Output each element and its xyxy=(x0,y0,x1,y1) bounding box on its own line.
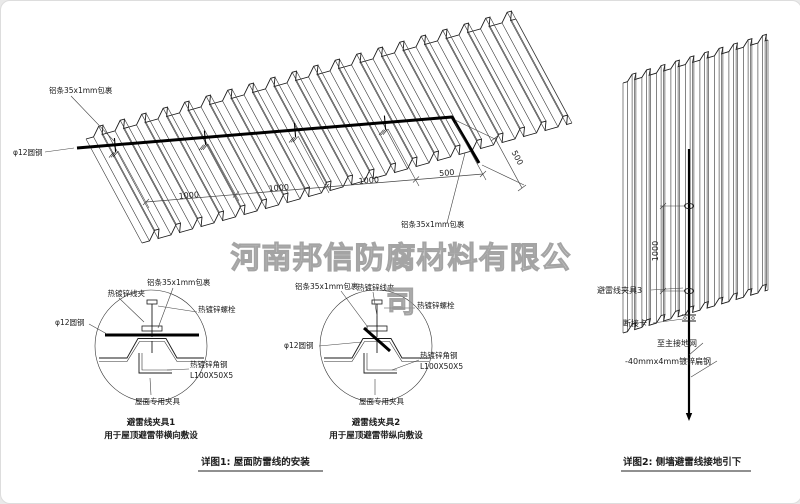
bolt-head xyxy=(371,299,383,305)
label-angle-steel-1: 热镀锌角钢 xyxy=(190,359,228,369)
side-wall-view: 1000 避雷线夹具3 断接卡 至主接地网 -40mmx4mm镀锌扁钢 xyxy=(597,33,769,421)
label-al-strip-2: 铝条35x1mm包裹 xyxy=(295,281,359,291)
caption2-text: 详图2: 侧墙避雷线接地引下 xyxy=(623,456,742,468)
roof-dimension-chain: 1000 1000 1000 500 xyxy=(117,122,487,209)
dim-span-4: 500 xyxy=(439,168,455,178)
caption-detail-2: 详图2: 侧墙避雷线接地引下 xyxy=(621,456,751,472)
clamp2-subtitle: 用于屋顶避雷带纵向敷设 xyxy=(328,430,423,441)
label-angle-steel-2: 热镀锌角钢 xyxy=(420,350,458,360)
conductor-end-arrow xyxy=(685,413,693,421)
wall-top-edge xyxy=(622,33,769,84)
clamp2-title: 避雷线夹具2 xyxy=(352,417,401,428)
label-round-steel-2: φ12圆钢 xyxy=(284,340,314,350)
label-angle-spec-1: L100X50X5 xyxy=(190,371,233,380)
dim-side: 500 xyxy=(510,149,525,167)
dim-span-1: 1000 xyxy=(178,190,199,201)
label-disconnect: 断接卡 xyxy=(623,318,647,328)
angle-steel xyxy=(363,353,397,374)
roof-near-edge xyxy=(141,114,573,244)
label-clamp3: 避雷线夹具3 xyxy=(597,285,642,295)
roof-isometric-view: 1000 1000 1000 500 500 铝条35x1mm包裹 φ12圆钢 … xyxy=(13,10,573,244)
caption-detail-1: 详图1: 屋面防雷线的安装 xyxy=(198,456,323,472)
label-al-strip-right: 铝条35x1mm包裹 xyxy=(401,219,465,229)
lightning-wire xyxy=(76,115,481,164)
detail-circle-1 xyxy=(94,289,208,403)
label-angle-spec-2: L100X50X5 xyxy=(420,362,463,371)
wall-corrugation-ribs xyxy=(622,34,769,333)
dim-span-2: 1000 xyxy=(268,183,289,194)
label-bolt-1: 热镀锌螺栓 xyxy=(198,304,236,314)
detail-circle-2 xyxy=(319,289,433,403)
wall-dimension: 1000 xyxy=(651,202,686,295)
caption1-text: 详图1: 屋面防雷线的安装 xyxy=(201,456,310,468)
label-al-strip-1: 铝条35x1mm包裹 xyxy=(147,277,211,287)
label-wire-clip-1: 热镀锌线夹 xyxy=(108,288,146,298)
clamp-plate xyxy=(366,325,388,332)
clamp-detail-2: 铝条35x1mm包裹 热镀锌线夹 热镀锌螺栓 φ12圆钢 热镀锌角钢 L100X… xyxy=(284,281,463,441)
dim-span-3: 1000 xyxy=(358,175,379,186)
angle-steel xyxy=(138,353,172,374)
roof-side-dimension: 500 xyxy=(454,119,527,192)
label-wire-clip-2: 热镀锌线夹 xyxy=(357,282,395,292)
dim-wall: 1000 xyxy=(651,241,660,261)
label-flat-steel: -40mmx4mm镀锌扁钢 xyxy=(625,356,711,366)
roof-corrugation-ribs xyxy=(85,10,573,244)
clamp1-subtitle: 用于屋顶避雷带横向敷设 xyxy=(103,430,198,441)
label-roof-fixture-2: 屋面专用夹具 xyxy=(359,396,404,406)
label-to-ground: 至主接地网 xyxy=(657,338,697,348)
bolt-head xyxy=(146,299,158,305)
wire-section-longitudinal xyxy=(363,326,391,353)
wall-bottom-edge xyxy=(622,283,769,334)
label-round-steel-roof: φ12圆钢 xyxy=(13,147,43,157)
clamp1-title: 避雷线夹具1 xyxy=(127,417,176,428)
label-roof-fixture-1: 屋面专用夹具 xyxy=(135,396,180,406)
label-al-strip-top: 铝条35x1mm包裹 xyxy=(49,85,113,95)
clamp-plate xyxy=(141,325,163,332)
label-round-steel-1: φ12圆钢 xyxy=(55,317,85,327)
disconnect-link-symbol xyxy=(682,314,696,322)
clamp-detail-1: 热镀锌线夹 铝条35x1mm包裹 热镀锌螺栓 φ12圆钢 热镀锌角钢 L100X… xyxy=(55,277,236,441)
roof-far-edge xyxy=(85,10,517,140)
label-bolt-2: 热镀锌螺栓 xyxy=(417,300,455,310)
